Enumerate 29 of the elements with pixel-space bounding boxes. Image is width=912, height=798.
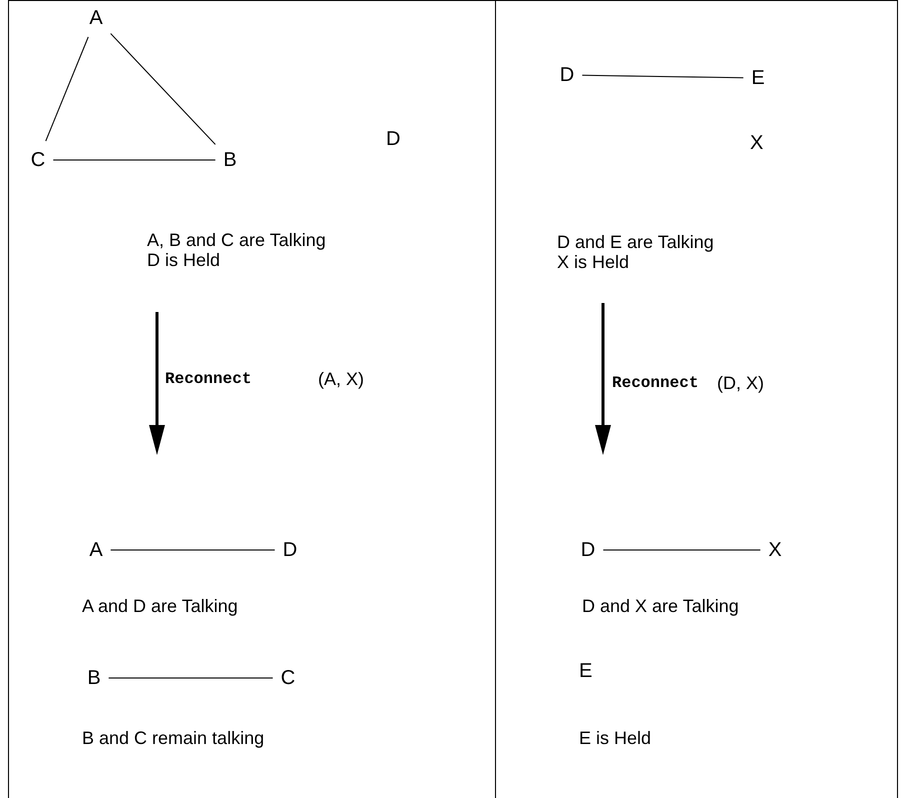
party-letter: B	[87, 667, 101, 689]
connection-line	[582, 74, 744, 78]
party-letter: D	[560, 64, 574, 86]
status-text: A, B and C are Talking	[147, 230, 326, 250]
command-arguments: (D, X)	[717, 372, 764, 395]
connection-line	[110, 33, 216, 145]
status-text: E is Held	[579, 728, 652, 748]
status-text: X is Held	[557, 252, 630, 272]
status-text: D and E are Talking	[557, 232, 714, 252]
party-letter: D	[580, 539, 596, 561]
connection-line	[45, 36, 89, 142]
status-text: D is Held	[147, 250, 220, 270]
status-text: D and X are Talking	[582, 596, 739, 616]
party-letter: D	[282, 539, 298, 561]
party-letter: C	[30, 149, 46, 171]
party-letter: D	[386, 127, 400, 152]
party-letter: C	[280, 667, 296, 689]
command-arguments: (A, X)	[318, 368, 364, 391]
party-letter: X	[750, 131, 764, 156]
party-letter: B	[223, 149, 237, 171]
status-text: B and C remain talking	[82, 728, 264, 748]
party-letter: A	[89, 7, 103, 29]
party-letter: X	[768, 539, 782, 561]
party-letter: E	[579, 659, 592, 684]
command-name: Reconnect	[612, 373, 698, 394]
status-text: A and D are Talking	[82, 596, 238, 616]
party-letter: A	[89, 539, 103, 561]
party-letter: E	[751, 67, 765, 89]
command-name: Reconnect	[165, 369, 252, 390]
